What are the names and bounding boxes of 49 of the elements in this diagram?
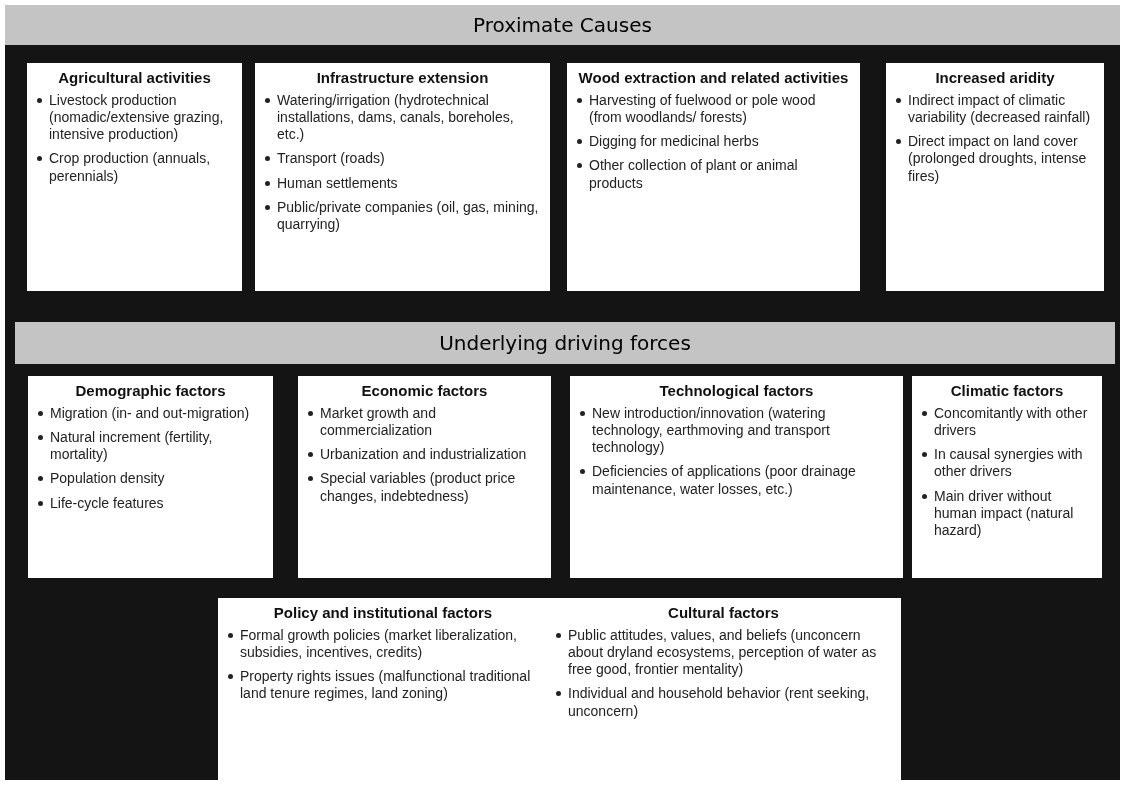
box-heading: Policy and institutional factors [272, 604, 494, 622]
bullet-text: Market growth and commercialization [306, 405, 543, 440]
bullet-text: Direct impact on land cover (prolonged droughts, intense fires) [894, 133, 1096, 185]
section-band [5, 5, 1120, 45]
bullet-text: Urbanization and industrialization [306, 446, 543, 464]
bullet-text: Indirect impact of climatic variability (decreased rainfall) [894, 92, 1096, 127]
bullet-text: Harvesting of fuelwood or pole wood (from woodlands/ forests) [575, 92, 852, 127]
bullet-text: Deficiencies of applications (poor drainage maintenance, water losses, etc.) [578, 463, 895, 498]
box-heading: Increased aridity [934, 69, 1056, 87]
box-heading: Agricultural activities [57, 69, 212, 87]
bullet-text: Other collection of plant or animal products [575, 157, 852, 192]
bullet-text: Formal growth policies (market liberalization, subsidies, incentives, credits) [226, 627, 540, 662]
bullet-text: Migration (in- and out-migration) [36, 405, 265, 423]
section-title: Underlying driving forces [439, 331, 691, 355]
category-box [886, 63, 1104, 291]
box-heading: Wood extraction and related activities [577, 69, 850, 87]
category-box [27, 63, 242, 291]
category-box [912, 376, 1102, 578]
bullet-text: Human settlements [263, 174, 542, 192]
category-box [28, 376, 273, 578]
bullet-text: Main driver without human impact (natural hazard) [920, 487, 1094, 539]
box-heading: Technological factors [658, 382, 815, 400]
box-heading: Climatic factors [949, 382, 1065, 400]
bullet-text: Population density [36, 470, 265, 488]
category-box [567, 63, 860, 291]
bullet-text: Livestock production (nomadic/extensive grazing, intensive production) [35, 92, 234, 144]
bullet-text: Life-cycle features [36, 494, 265, 512]
bullet-text: Property rights issues (malfunctional traditional land tenure regimes, land zoning) [226, 668, 540, 703]
bullet-text: Digging for medicinal herbs [575, 133, 852, 151]
category-box [255, 63, 550, 291]
box-heading: Economic factors [360, 382, 489, 400]
bullet-text: Public/private companies (oil, gas, mining, quarrying) [263, 198, 542, 233]
section-title: Proximate Causes [473, 13, 652, 37]
bullet-text: Concomitantly with other drivers [920, 405, 1094, 440]
category-box [298, 376, 551, 578]
bullet-text: Natural increment (fertility, mortality) [36, 429, 265, 464]
bullet-text: In causal synergies with other drivers [920, 446, 1094, 481]
section-band [15, 322, 1115, 364]
bullet-text: Public attitudes, values, and beliefs (unconcern about dryland ecosystems, perception of water as free good, frontier mentality) [554, 627, 893, 679]
bullet-text: Crop production (annuals, perennials) [35, 150, 234, 185]
bullet-text: Watering/irrigation (hydrotechnical installations, dams, canals, boreholes, etc.) [263, 92, 542, 144]
bullet-text: Special variables (product price changes, indebtedness) [306, 470, 543, 505]
box-heading: Cultural factors [667, 604, 780, 622]
category-box [570, 376, 903, 578]
bullet-text: New introduction/innovation (watering technology, earthmoving and transport technology) [578, 405, 895, 457]
box-heading: Infrastructure extension [315, 69, 490, 87]
bullet-text: Individual and household behavior (rent seeking, unconcern) [554, 685, 893, 720]
bullet-text: Transport (roads) [263, 150, 542, 168]
box-heading: Demographic factors [74, 382, 227, 400]
